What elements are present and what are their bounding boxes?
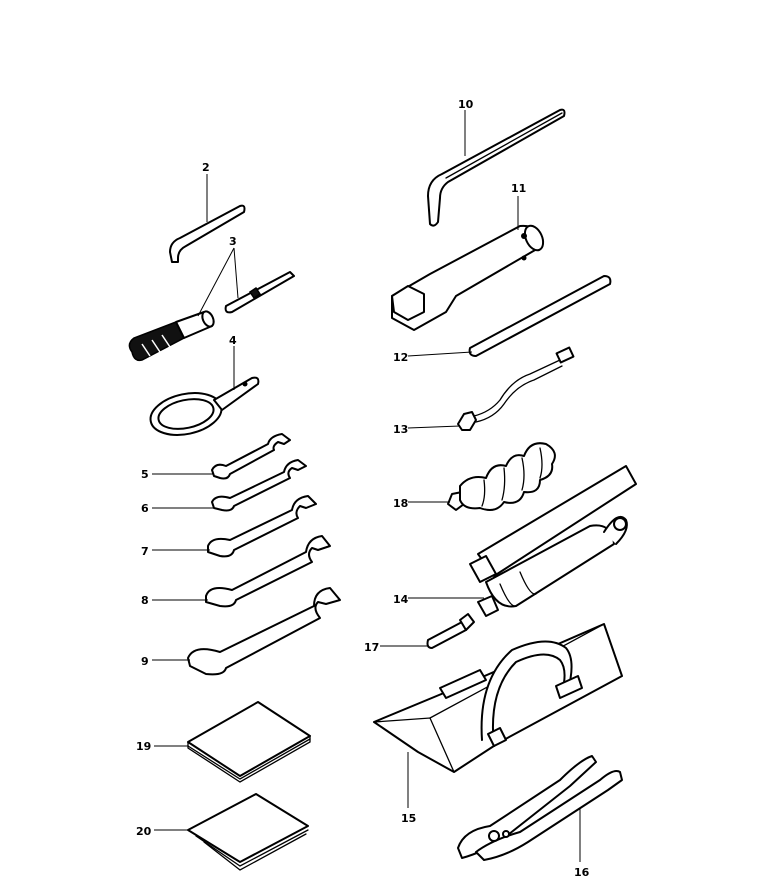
part-20-manual: 20: [136, 793, 309, 871]
part-9-wrench: 9: [141, 587, 341, 676]
label-15: 15: [401, 812, 416, 825]
part-7-wrench: 7: [141, 495, 317, 558]
part-13-nozzle-hose: 13: [393, 346, 575, 436]
label-18: 18: [393, 497, 408, 510]
part-19-booklet: 19: [136, 701, 311, 783]
label-17: 17: [364, 641, 379, 654]
part-6-wrench: 6: [141, 459, 307, 515]
part-15-tool-bag: 15: [373, 623, 623, 825]
part-14-grease-gun: 14: [393, 465, 637, 617]
label-3: 3: [229, 235, 237, 248]
label-14: 14: [393, 593, 409, 606]
part-17-nipple: 17: [364, 613, 475, 654]
label-10: 10: [458, 98, 474, 111]
label-2: 2: [202, 161, 210, 174]
label-11: 11: [511, 182, 526, 195]
part-2-hex-key: 2: [169, 161, 246, 263]
part-16-pliers: 16: [457, 755, 623, 879]
label-20: 20: [136, 825, 152, 838]
label-19: 19: [136, 740, 151, 753]
label-4: 4: [229, 334, 237, 347]
part-5-wrench: 5: [141, 433, 291, 481]
label-9: 9: [141, 655, 149, 668]
part-3-screwdriver: 3: [128, 235, 295, 362]
label-5: 5: [141, 468, 149, 481]
label-6: 6: [141, 502, 149, 515]
label-7: 7: [141, 545, 149, 558]
part-8-wrench: 8: [141, 535, 331, 608]
part-12-tommy-bar: 12: [393, 275, 612, 364]
part-4-spanner: 4: [149, 334, 260, 436]
part-18-rubber-boot: 18: [393, 442, 556, 511]
label-12: 12: [393, 351, 408, 364]
label-13: 13: [393, 423, 408, 436]
part-11-box-wrench: 11: [391, 182, 545, 331]
part-10-hex-key: 10: [427, 98, 566, 227]
label-8: 8: [141, 594, 149, 607]
label-16: 16: [574, 866, 590, 879]
